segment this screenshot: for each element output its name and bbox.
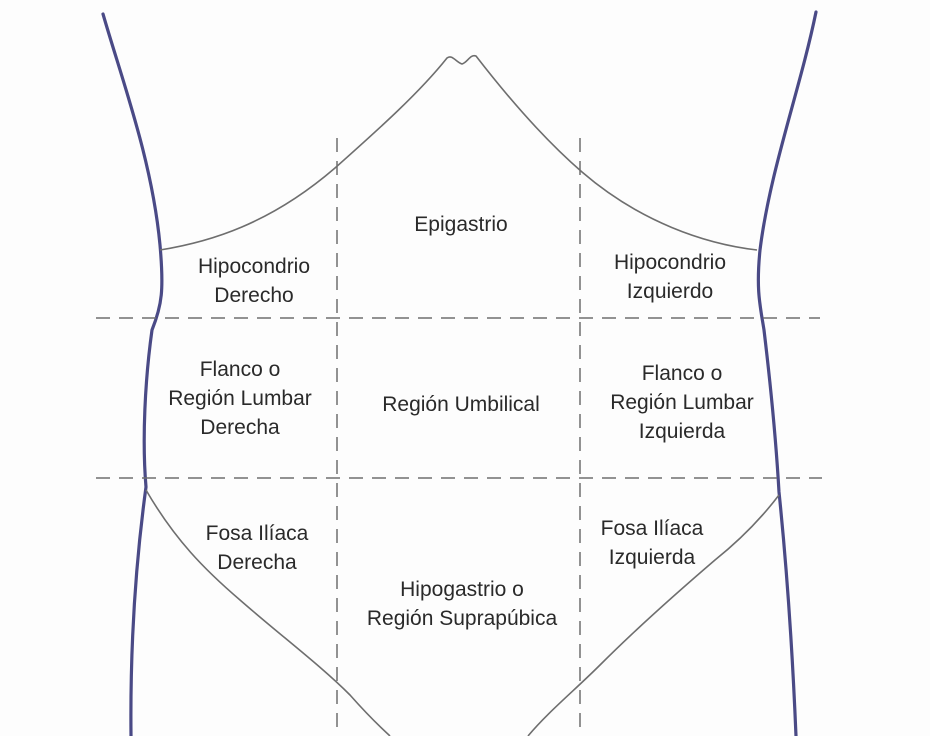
label-line: Izquierda [608, 546, 696, 569]
label-line: Región Suprapúbica [366, 607, 558, 630]
label-line: Izquierda [638, 420, 726, 443]
label-line: Región Lumbar [610, 391, 754, 414]
label-fosa-iliaca-izquierda: Fosa Ilíaca Izquierda [601, 514, 704, 572]
label-line: Epigastrio [414, 213, 508, 236]
costal-margin-line [159, 54, 758, 251]
label-hipocondrio-izquierdo: Hipocondrio Izquierdo [614, 248, 726, 306]
label-line: Hipogastrio o [400, 578, 524, 601]
label-line: Derecha [217, 551, 297, 574]
label-line: Fosa Ilíaca [205, 522, 309, 545]
label-flanco-derecho: Flanco o Región Lumbar Derecha [168, 355, 312, 442]
label-epigastrio: Epigastrio [414, 210, 507, 239]
label-line: Flanco o [641, 362, 723, 385]
label-line: Derecha [200, 416, 280, 439]
label-line: Región Umbilical [382, 393, 540, 416]
label-hipocondrio-derecho: Hipocondrio Derecho [198, 252, 310, 310]
torso-right-contour [756, 10, 818, 736]
label-line: Región Lumbar [168, 387, 312, 410]
label-region-umbilical: Región Umbilical [382, 390, 540, 419]
label-line: Flanco o [199, 358, 281, 381]
left-iliac-line [145, 489, 391, 736]
label-hipogastrio: Hipogastrio o Región Suprapúbica [367, 575, 557, 633]
label-fosa-iliaca-derecha: Fosa Ilíaca Derecha [206, 519, 309, 577]
torso-left-contour [101, 12, 164, 736]
right-iliac-line [527, 494, 780, 736]
label-flanco-izquierdo: Flanco o Región Lumbar Izquierda [610, 359, 754, 446]
label-line: Hipocondrio [613, 251, 727, 274]
label-line: Izquierdo [626, 280, 714, 303]
label-line: Hipocondrio [197, 255, 311, 278]
label-line: Fosa Ilíaca [600, 517, 704, 540]
label-line: Derecho [214, 284, 294, 307]
